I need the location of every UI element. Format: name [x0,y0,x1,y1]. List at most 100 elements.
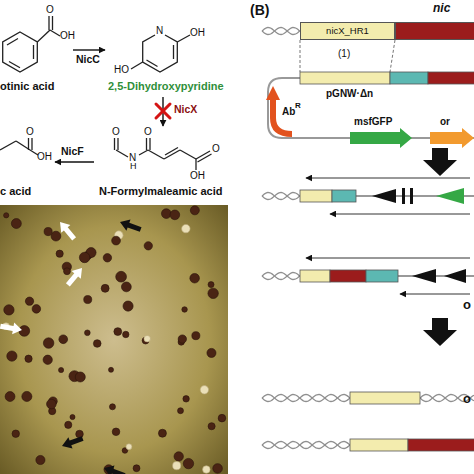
colony [174,452,183,461]
step-arrow [423,148,457,176]
colony [190,206,199,215]
primer-arrow [306,178,470,179]
primer-arrow [400,294,470,295]
colony [47,399,57,409]
ring-bond [143,35,178,72]
colony [51,231,61,241]
figure-label: O [26,126,34,137]
colony [207,348,216,357]
figure-label: or [440,116,450,127]
double-bond [146,138,147,150]
colony [44,227,52,235]
double-bond [149,138,150,150]
pointer-arrow [63,264,86,289]
pointer-arrow [102,462,127,474]
pointer-arrow [55,218,78,243]
hr1-segment [350,392,420,404]
colony [36,455,45,464]
hr2-segment [366,270,398,282]
colony [4,305,14,315]
bond [180,150,196,159]
colony [182,307,188,313]
figure-label: N [156,25,163,36]
node-text: nicX_HR1 [301,26,394,36]
double-bond [28,138,29,150]
ori-element [430,128,474,148]
ring-bond [3,32,38,72]
enzyme-label: NicF [61,146,84,158]
dihydroxypyridine-structure [131,35,190,72]
bond [131,62,143,69]
colony [56,250,63,257]
colony [32,305,41,314]
figure-label: OH [60,30,75,41]
gene-arrow [444,269,466,283]
homology-lines [300,40,395,72]
colony [208,288,218,298]
colony [59,335,68,344]
gene-arrow [412,269,436,283]
colony [101,284,109,292]
colony [7,351,17,361]
homology-arm-box: nicX_HR1 [300,22,395,40]
figure-label: H [130,162,137,172]
gene-arrow [372,189,396,203]
colony [144,242,152,250]
colony [65,421,72,428]
dna-strand [262,273,300,280]
figure-label: msfGFP [354,116,392,127]
colony [85,330,91,336]
colony [43,355,52,364]
colony [11,219,21,229]
dna-strand [262,442,350,449]
colony [19,326,30,337]
dna-strands [262,28,474,449]
hr1-segment [300,190,332,202]
dashed-line [390,40,395,72]
compound: 2,5-Dihydroxypyridine [106,0,232,96]
colony [116,271,127,282]
reaction-arrow [55,161,94,162]
double-bond [7,39,18,46]
colony [64,268,71,275]
bond [37,30,50,42]
gfp-gene [350,128,412,148]
colony [123,301,133,311]
plasmid-hr1 [300,72,390,84]
double-bond [31,138,32,150]
double-bond [33,45,34,59]
double-bond [165,148,178,156]
node-text: 2,5-Dihydroxypyridine [108,80,224,92]
colony [133,465,140,472]
plasmid-hr2 [390,72,428,84]
compound: otinic acid [0,0,72,96]
colony [208,282,214,288]
figure-label: (1) [338,48,350,59]
colony [4,213,9,218]
figure-label: O [212,143,220,154]
compound: N-Formylmaleamic acid [95,127,232,199]
reaction-arrow [73,49,105,50]
colony [112,236,121,245]
colony [123,331,129,337]
dashed-line [300,40,301,72]
colonies [0,206,226,474]
colony [183,458,193,468]
hr1-segment [300,270,330,282]
colony [203,466,211,474]
colony [158,429,166,437]
colony [84,296,92,304]
dna-strand [262,395,350,402]
figure-label: OH [190,27,205,38]
double-bond [48,16,49,30]
nicotinic-acid-structure [3,16,60,72]
colony [190,273,200,283]
colony [70,414,75,419]
double-bond [198,154,212,162]
colony [161,209,171,219]
figure-label: HO [114,64,129,75]
figure-label: O [46,4,54,15]
double-bond [196,151,210,159]
pointer-arrow [118,216,143,235]
